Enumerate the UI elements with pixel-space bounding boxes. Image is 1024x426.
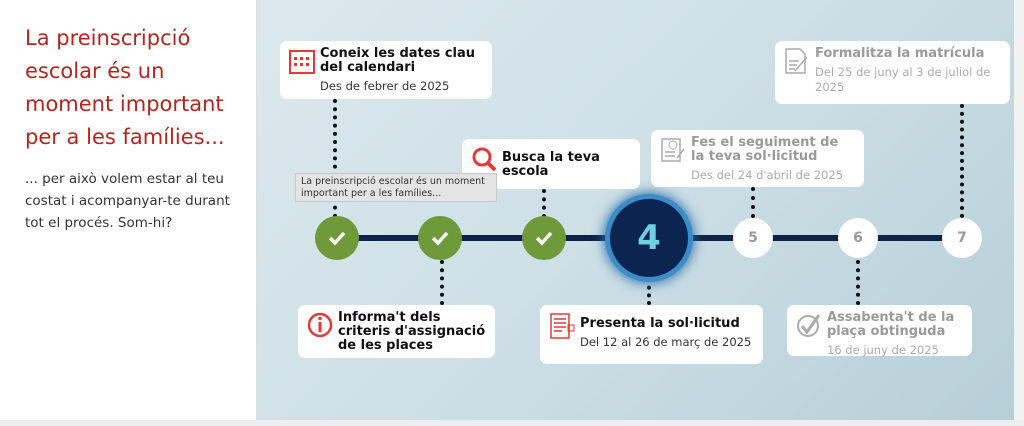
step-title: Coneix les dates clau del calendari [320,46,476,75]
step-title: Fes el seguiment de la teva sol·licitud [691,135,839,164]
connector [647,278,651,305]
step-title: Presenta la sol·licitud [580,316,740,331]
intro-body: ... per això volem estar al teu costat i… [25,171,230,231]
search-icon [472,147,497,172]
step-3-card[interactable]: Busca la teva escola [462,139,640,189]
step-6-card[interactable]: Assabenta't de la plaça obtinguda 16 de j… [787,305,972,357]
connector [856,260,860,305]
check-icon [797,314,821,337]
checkmark-icon [535,231,553,246]
step-title: Formalitza la matrícula [815,46,985,61]
connector [960,104,964,218]
info-icon [307,312,333,338]
step-title: Assabenta't de la plaça obtinguda [827,310,955,339]
step-date: Del 25 de juny al 3 de juliol de 2025 [815,65,991,94]
step-5-node[interactable]: 5 [733,218,773,258]
connector [542,189,546,218]
connector [751,187,755,218]
form-icon [550,313,575,339]
scrollbar[interactable] [1014,0,1024,426]
timeline: 4 5 6 7 Coneix les dates clau del calend… [257,0,1014,420]
step-title: Busca la teva escola [502,150,600,179]
step-4-node[interactable]: 4 [610,199,688,277]
step-3-node[interactable] [522,216,566,260]
step-2-card[interactable]: Informa't dels criteris d'assignació de … [298,305,495,358]
tooltip: La preinscripció escolar és un moment im… [295,173,497,202]
step-date: Del 12 al 26 de març de 2025 [580,335,752,349]
step-2-node[interactable] [418,216,462,260]
step-date: 16 de juny de 2025 [827,343,939,357]
step-date: Des del 24 d'abril de 2025 [691,168,843,182]
tracking-icon [661,138,685,162]
connector [333,99,337,218]
document-edit-icon [785,48,808,74]
checkmark-icon [431,231,449,246]
bottom-border [0,420,1024,426]
intro-panel: La preinscripció escolar és un moment im… [0,0,257,426]
calendar-icon [289,50,315,74]
step-title: Informa't dels criteris d'assignació de … [338,310,486,353]
connector [440,260,444,305]
step-date: Des de febrer de 2025 [320,79,450,93]
intro-title: La preinscripció escolar és un moment im… [25,26,225,149]
step-1-node[interactable] [315,216,359,260]
step-7-node[interactable]: 7 [942,218,982,258]
step-6-node[interactable]: 6 [838,218,878,258]
checkmark-icon [328,231,346,246]
